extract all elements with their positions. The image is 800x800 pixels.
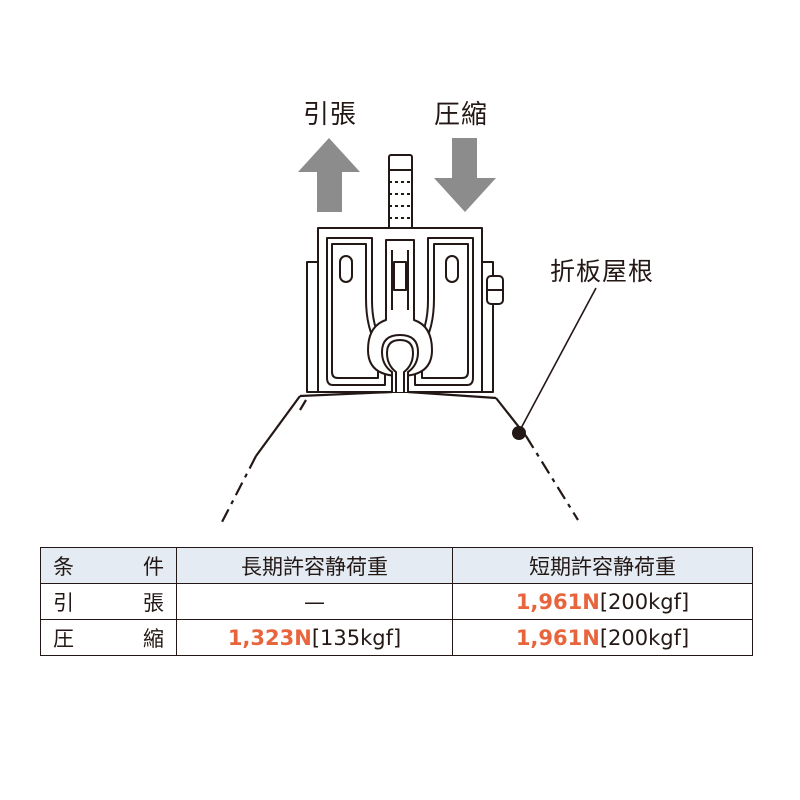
short-term-kgf: [200kgf] xyxy=(599,625,690,650)
short-term-newton: 1,961N xyxy=(515,589,600,614)
short-term-newton: 1,961N xyxy=(515,625,600,650)
tension-label: 引張 xyxy=(303,100,358,130)
long-term-value: 1,323N[135kgf] xyxy=(176,619,453,656)
load-table: 条 件 長期許容静荷重 短期許容静荷重 引 張 — 1,961N[200kgf]… xyxy=(40,547,753,656)
short-term-value: 1,961N[200kgf] xyxy=(452,619,753,656)
row-condition: 圧 縮 xyxy=(40,619,177,656)
row-condition-b: 縮 xyxy=(143,626,164,651)
row-condition-a: 引 xyxy=(53,590,74,615)
long-term-value: — xyxy=(176,583,453,620)
condition-header: 条 件 xyxy=(40,547,177,584)
leader-line xyxy=(518,287,597,433)
long-term-kgf: [135kgf] xyxy=(311,625,402,650)
leader-dot xyxy=(512,426,526,440)
table-row: 引 張 — 1,961N[200kgf] xyxy=(40,583,753,620)
short-term-kgf: [200kgf] xyxy=(599,589,690,614)
row-condition-b: 張 xyxy=(143,590,164,615)
table-row: 圧 縮 1,323N[135kgf] 1,961N[200kgf] xyxy=(40,619,753,656)
bracket xyxy=(306,227,504,393)
folded-plate-roof-label: 折板屋根 xyxy=(550,257,655,286)
long-term-header: 長期許容静荷重 xyxy=(176,547,453,584)
condition-header-b: 件 xyxy=(143,554,164,579)
long-term-newton: 1,323N xyxy=(227,625,312,650)
table-header-row: 条 件 長期許容静荷重 短期許容静荷重 xyxy=(40,547,753,584)
bracket-diagram xyxy=(221,138,597,523)
compression-label: 圧縮 xyxy=(434,100,489,130)
short-term-value: 1,961N[200kgf] xyxy=(452,583,753,620)
roof-outline xyxy=(221,390,579,523)
row-condition: 引 張 xyxy=(40,583,177,620)
row-condition-a: 圧 xyxy=(53,626,74,651)
compression-arrow-icon xyxy=(434,138,496,212)
tension-arrow-icon xyxy=(298,138,360,212)
condition-header-a: 条 xyxy=(53,554,74,579)
long-term-kgf: — xyxy=(304,589,325,614)
short-term-header: 短期許容静荷重 xyxy=(452,547,753,584)
